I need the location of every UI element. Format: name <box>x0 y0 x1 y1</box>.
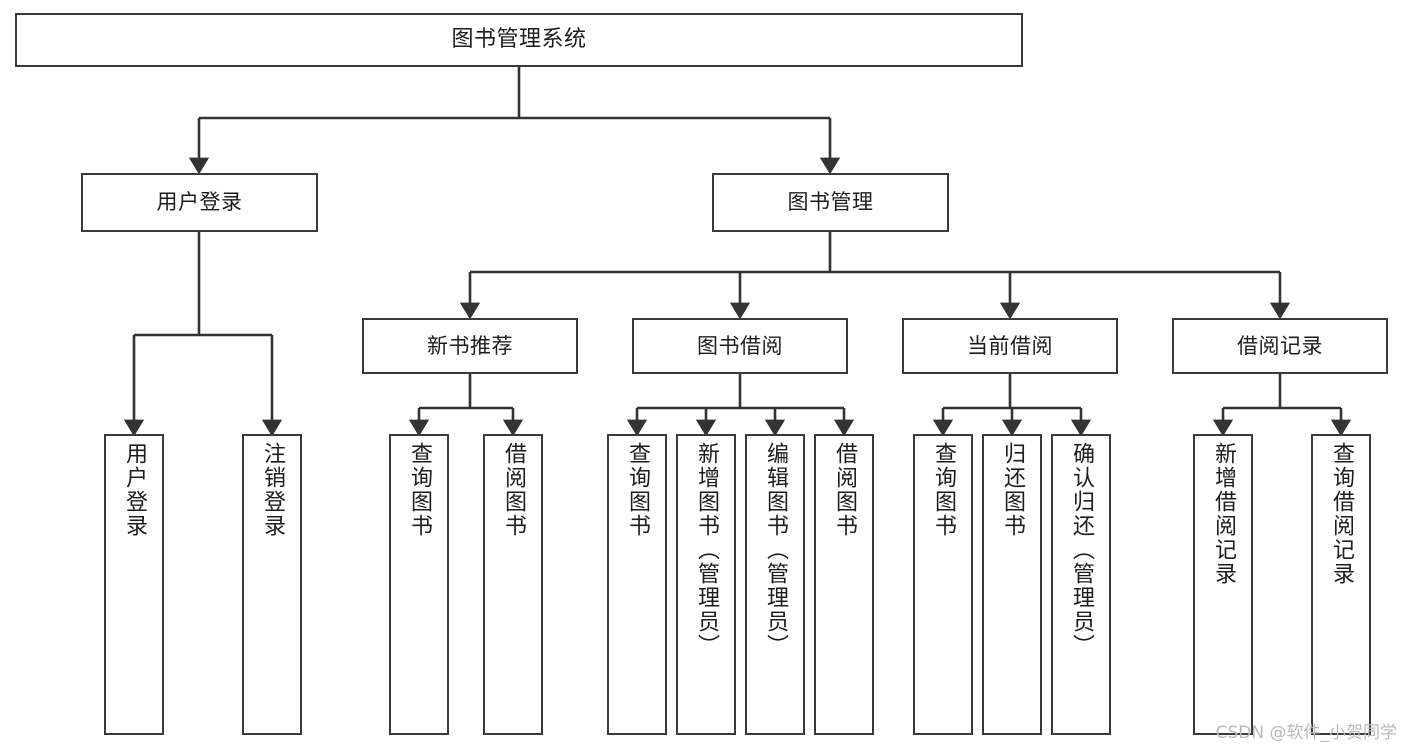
node-label: 查询借阅记录 <box>1329 442 1354 586</box>
node-label: 归还图书 <box>1000 442 1025 538</box>
node-current-borrow[interactable]: 当前借阅 <box>902 318 1118 374</box>
node-label: 编辑图书（管理员） <box>763 442 788 658</box>
node-label: 图书管理 <box>787 190 874 215</box>
node-book-borrow[interactable]: 图书借阅 <box>632 318 848 374</box>
node-label: 注销登录 <box>260 442 285 538</box>
node-user-login[interactable]: 用户登录 <box>81 173 318 232</box>
node-label: 查询图书 <box>625 442 650 538</box>
node-label: 当前借阅 <box>967 333 1053 358</box>
leaf-add-book-admin[interactable]: 新增图书（管理员） <box>676 434 736 735</box>
node-label: 借阅图书 <box>832 442 857 538</box>
node-label: 查询图书 <box>407 442 432 538</box>
leaf-query-book-borrow[interactable]: 查询图书 <box>607 434 667 735</box>
node-new-book-recommend[interactable]: 新书推荐 <box>362 318 578 374</box>
node-label: 借阅记录 <box>1237 333 1323 358</box>
leaf-return-book[interactable]: 归还图书 <box>982 434 1042 735</box>
node-label: 确认归还（管理员） <box>1069 442 1094 658</box>
node-label: 图书管理系统 <box>451 27 587 53</box>
node-label: 查询图书 <box>931 442 956 538</box>
node-book-management[interactable]: 图书管理 <box>712 173 949 232</box>
node-label: 用户登录 <box>122 442 147 538</box>
node-label: 图书借阅 <box>697 333 783 358</box>
node-label: 借阅图书 <box>501 442 526 538</box>
node-label: 新增图书（管理员） <box>694 442 719 658</box>
node-label: 新书推荐 <box>427 333 513 358</box>
node-label: 新增借阅记录 <box>1211 442 1236 586</box>
leaf-query-book-recommend[interactable]: 查询图书 <box>389 434 449 735</box>
leaf-user-login[interactable]: 用户登录 <box>104 434 164 735</box>
node-label: 用户登录 <box>156 190 243 215</box>
node-borrow-records[interactable]: 借阅记录 <box>1172 318 1388 374</box>
leaf-borrow-book[interactable]: 借阅图书 <box>814 434 874 735</box>
leaf-add-borrow-record[interactable]: 新增借阅记录 <box>1193 434 1253 735</box>
leaf-logout[interactable]: 注销登录 <box>242 434 302 735</box>
leaf-query-borrow-record[interactable]: 查询借阅记录 <box>1311 434 1371 735</box>
leaf-edit-book-admin[interactable]: 编辑图书（管理员） <box>745 434 805 735</box>
leaf-borrow-book-recommend[interactable]: 借阅图书 <box>483 434 543 735</box>
node-root-library-management-system[interactable]: 图书管理系统 <box>15 13 1023 67</box>
leaf-query-book-current[interactable]: 查询图书 <box>913 434 973 735</box>
leaf-confirm-return-admin[interactable]: 确认归还（管理员） <box>1051 434 1111 735</box>
